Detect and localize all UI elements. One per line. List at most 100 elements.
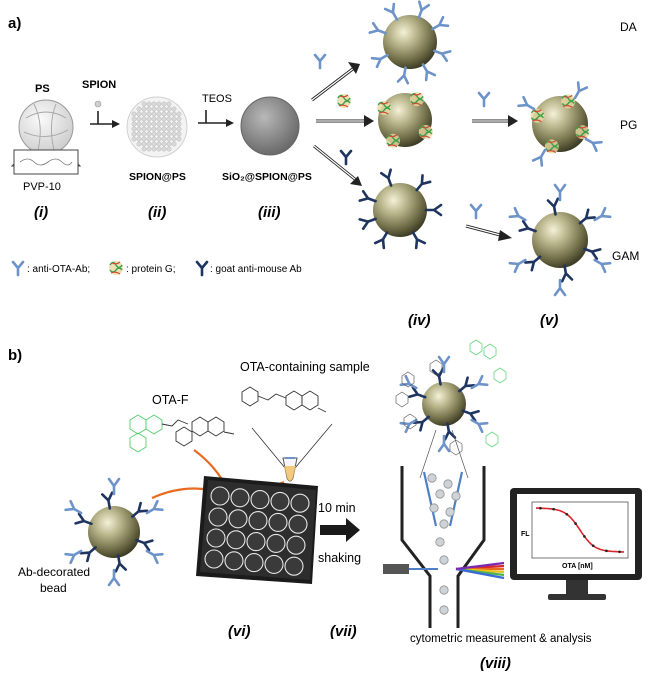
antibody-light-icon [64, 499, 83, 515]
spion-ps-label: SPION@PS [129, 171, 186, 183]
antibody-light-icon [470, 374, 489, 390]
antibody-light-icon [508, 206, 527, 222]
monitor-icon [510, 488, 642, 600]
antibody-light-icon [368, 21, 387, 35]
sio2-particle-icon [240, 96, 300, 156]
bead-pg [376, 91, 434, 149]
step-iii-label: (iii) [258, 204, 281, 221]
legend: : anti-OTA-Ab; : protein G; : goat anti-… [11, 260, 302, 277]
strategy-pg-label: PG [620, 118, 637, 132]
protein-g-icon [544, 138, 560, 155]
antibody-light-icon [396, 66, 410, 85]
ps-particle-icon [10, 99, 82, 175]
antibody-dark-icon [415, 174, 432, 192]
ota-bound-bead [395, 339, 507, 456]
antibody-dark-icon [461, 409, 480, 422]
antibody-light-icon-pg [477, 91, 491, 108]
teos-step-arrow-icon [198, 110, 232, 123]
antibody-dark-icon [524, 255, 542, 272]
incubation-arrow-icon [320, 518, 360, 542]
antibody-dark-icon [358, 189, 377, 203]
antibody-light-icon [437, 355, 451, 374]
antibody-dark-icon [101, 491, 114, 510]
chart-xlabel: OTA [nM] [562, 563, 593, 570]
antibody-light-icon [383, 2, 399, 21]
laser-icon [383, 564, 438, 574]
antibody-dark-icon [74, 512, 93, 526]
antibody-light-icon-gam [469, 203, 483, 220]
microplate-icon [196, 476, 318, 584]
bead-da [368, 0, 452, 85]
scatter-rays-icon [455, 561, 505, 580]
sample-tube-icon [251, 423, 333, 482]
bead-gam [358, 168, 443, 250]
antibody-dark-icon [114, 554, 127, 573]
antibody-light-icon [313, 53, 327, 70]
bead-label-line1: Ab-decorated [18, 565, 90, 579]
legend-goat-icon [195, 260, 209, 277]
step-viii-label: (viii) [480, 655, 511, 672]
panel-a-label: a) [8, 15, 21, 32]
ps-label: PS [35, 83, 50, 95]
antibody-light-icon [370, 53, 389, 69]
shaking-label: shaking [318, 551, 361, 565]
antibody-dark-icon [79, 546, 97, 563]
ota-sample-label: OTA-containing sample [240, 360, 370, 374]
step-v-label: (v) [540, 312, 558, 329]
ota-f-molecule-icon [129, 414, 235, 453]
arrow-da-icon [348, 62, 360, 74]
flow-cell-icon [400, 429, 486, 628]
legend-protein-g-icon [108, 260, 124, 276]
bead-pg-final [517, 81, 603, 167]
protein-g-icon [385, 133, 401, 149]
step-iv-label: (iv) [408, 312, 431, 329]
protein-g-icon [529, 108, 546, 124]
protein-g-icon [409, 91, 425, 107]
strategy-gam-label: GAM [612, 249, 639, 263]
branch-arrows [311, 62, 374, 186]
antibody-dark-icon [131, 501, 149, 518]
antibody-dark-icon [546, 197, 560, 216]
chart-ylabel: FL [521, 531, 530, 538]
antibody-light-icon [553, 278, 567, 297]
legend-goat-label: : goat anti-mouse Ab [210, 264, 302, 275]
antibody-light-icon [421, 63, 437, 82]
antibody-light-icon [593, 258, 612, 274]
antibody-light-icon [433, 49, 452, 63]
antibody-light-icon [64, 549, 83, 565]
spion-ps-particle-icon [126, 96, 188, 158]
antibody-dark-icon [358, 217, 377, 231]
antibody-dark-icon [408, 386, 427, 399]
antibody-dark-icon [458, 376, 476, 393]
antibody-dark-icon [379, 168, 393, 187]
antibody-dark-icon [411, 231, 427, 250]
step-vii-label: (vii) [330, 623, 357, 640]
protein-g-icon [418, 124, 434, 140]
pvp-label: PVP-10 [23, 181, 61, 193]
antibody-light-icon [107, 568, 121, 587]
antibody-dark-icon [373, 231, 389, 250]
ota-molecule-icon [241, 386, 327, 413]
protein-g-icon [376, 100, 392, 116]
antibody-dark-icon [583, 247, 602, 261]
antibody-light-icon [437, 434, 451, 453]
step-vi-label: (vi) [228, 623, 251, 640]
spion-dot-icon [94, 100, 102, 108]
antibody-dark-icon [339, 149, 353, 166]
antibody-light-icon [553, 183, 567, 202]
antibody-dark-icon [578, 208, 596, 225]
antibody-light-icon [145, 549, 164, 565]
antibody-light-icon [431, 15, 450, 31]
antibody-light-icon [584, 137, 603, 153]
sigmoid-plot [531, 501, 629, 559]
protein-g-icon [574, 124, 591, 140]
antibody-light-icon [399, 418, 418, 434]
bead-gam-final [508, 183, 612, 297]
protein-g-icon [560, 93, 576, 110]
protein-g-icon [336, 93, 352, 109]
legend-anti-ota-icon [11, 260, 25, 277]
spion-step-arrow-icon [90, 111, 118, 124]
panel-b-label: b) [8, 347, 22, 364]
antibody-dark-icon [412, 415, 430, 432]
legend-anti-ota-label: : anti-OTA-Ab; [27, 264, 90, 275]
